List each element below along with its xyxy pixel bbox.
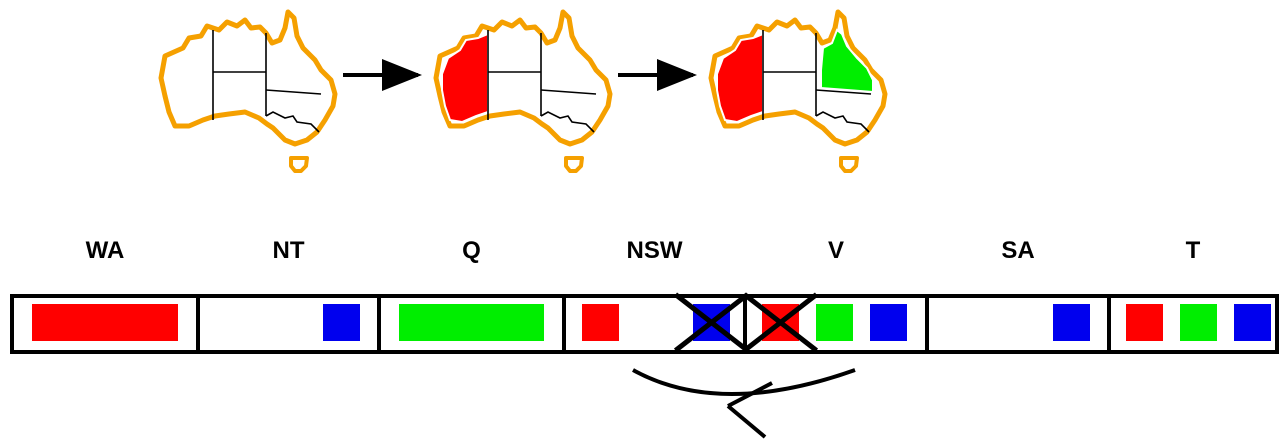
domain-cell-nsw <box>562 292 750 354</box>
domain-cell-t <box>1107 294 1279 354</box>
variable-label-nsw: NSW <box>626 237 683 264</box>
domain-cell-sa <box>925 294 1111 354</box>
domain-value-green <box>399 304 544 341</box>
domain-cell-v <box>742 292 929 354</box>
domain-cell-wa <box>10 294 200 354</box>
domain-value-green <box>1180 304 1217 341</box>
domain-value-blue <box>323 304 360 341</box>
australia-map-icon <box>433 9 613 173</box>
domain-value-blue <box>870 304 907 341</box>
map-sequence <box>158 9 888 173</box>
variable-label-t: T <box>1185 237 1201 264</box>
australia-map-icon <box>158 9 338 173</box>
domain-cell-q <box>377 294 566 354</box>
domain-value-blue <box>1053 304 1090 341</box>
domain-value-blue <box>1234 304 1271 341</box>
cross-icon <box>742 292 819 353</box>
variable-label-sa: SA <box>1001 237 1035 264</box>
variable-label-wa: WA <box>85 237 125 264</box>
region-q-fill <box>820 28 874 94</box>
domain-value-red <box>582 304 619 341</box>
domain-cell-nt <box>196 294 381 354</box>
region-wa-fill <box>716 32 764 124</box>
domain-value-red <box>1126 304 1163 341</box>
domain-value-green <box>816 304 853 341</box>
variable-label-v: V <box>827 237 844 264</box>
domain-value-red <box>32 304 178 341</box>
arc-check-icon <box>632 368 856 439</box>
region-wa-fill <box>441 32 489 124</box>
australia-map-icon <box>708 9 888 173</box>
cross-icon <box>673 292 750 353</box>
domain-table <box>10 292 1279 354</box>
variable-label-q: Q <box>462 237 481 264</box>
variable-label-nt: NT <box>272 237 305 264</box>
